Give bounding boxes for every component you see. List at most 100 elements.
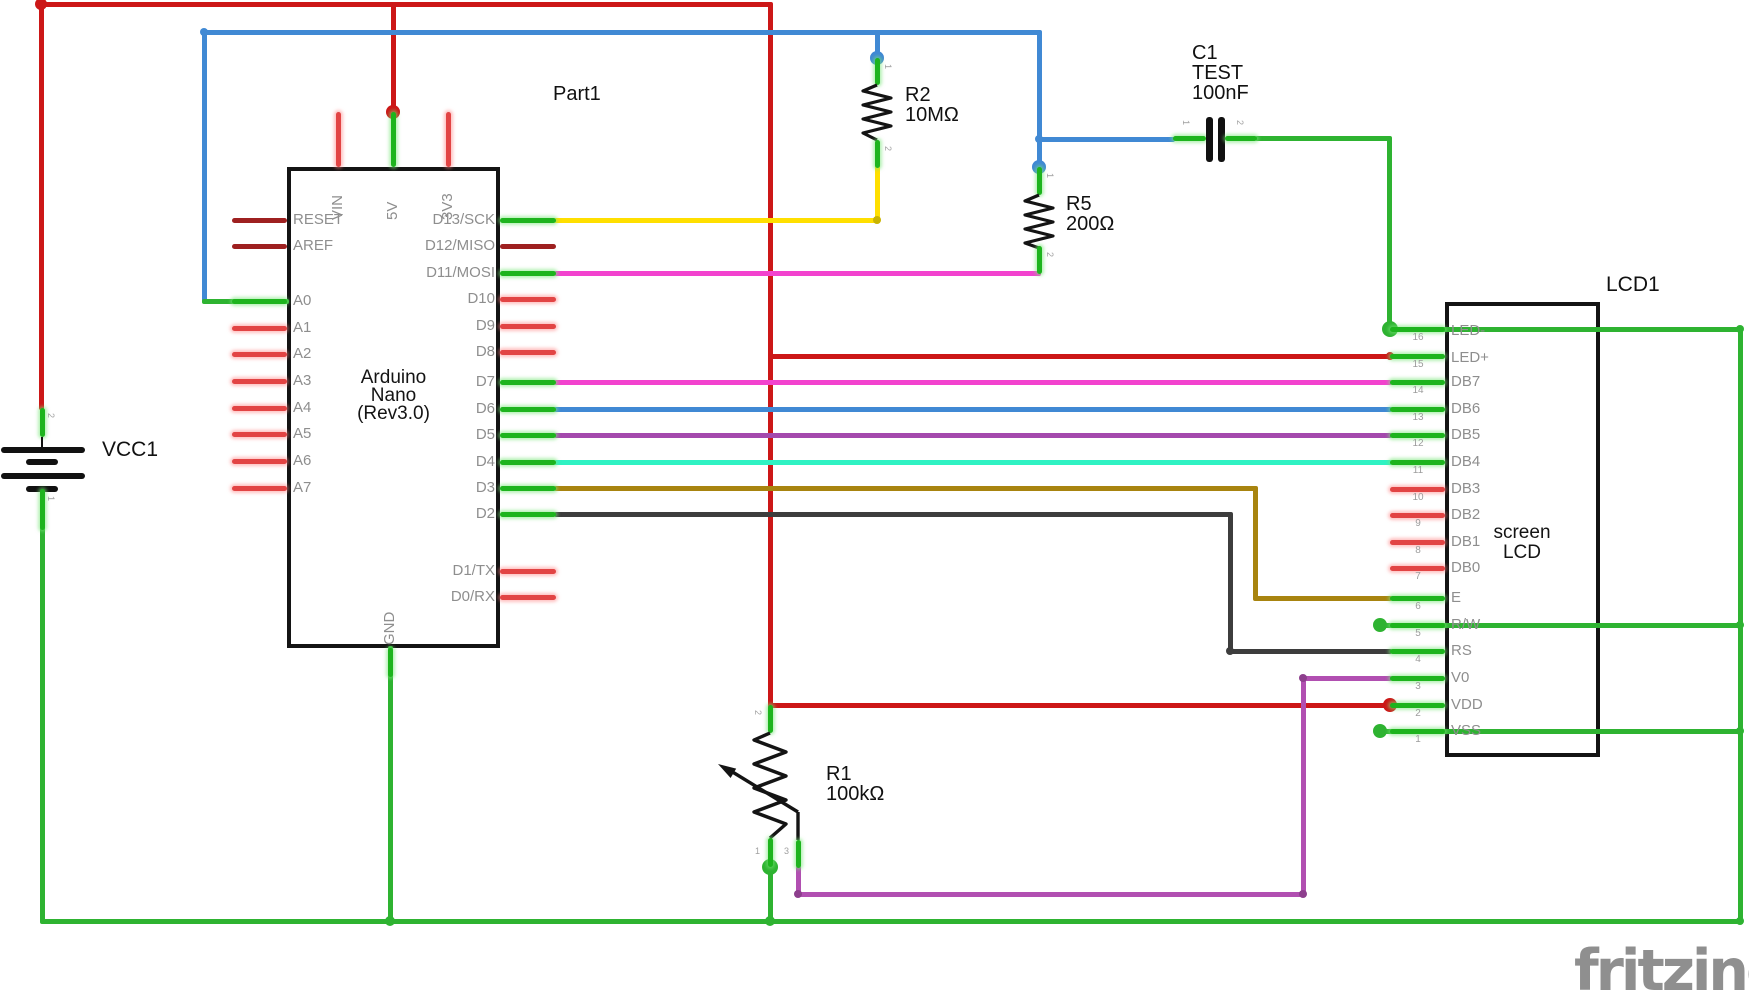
pin-d13[interactable] [500,218,556,223]
wire-d11-r5[interactable] [554,271,1041,276]
battery-pin1-stub[interactable] [40,489,45,530]
pin-a3[interactable] [232,379,287,384]
pin-d7[interactable] [500,380,556,385]
wire-pot-wiper-v[interactable] [796,866,801,896]
c1-pin2-stub[interactable] [1225,136,1257,141]
battery-plate-short[interactable] [26,459,58,465]
wire-d7-db7[interactable] [554,380,1392,385]
wire-a0-vertical[interactable] [202,30,207,303]
r2-pin1-stub[interactable] [875,58,880,85]
pin-d1-tx[interactable] [500,569,556,574]
wire-d2-v[interactable] [1228,512,1233,653]
lcd-pin-14[interactable] [1390,380,1445,385]
pin-gnd[interactable] [388,648,393,677]
lcd-pin-9[interactable] [1390,513,1445,518]
pin-a5[interactable] [232,432,287,437]
wire-battery-down[interactable] [40,487,45,923]
wire-pot-wiper-h[interactable] [796,892,1305,897]
lcd-pin-2[interactable] [1390,703,1445,708]
pin-a4[interactable] [232,406,287,411]
pin-reset[interactable] [232,218,287,223]
pin-d0-rx[interactable] [500,595,556,600]
wire-ground-rail[interactable] [40,919,1742,924]
wire-r1-pin1-drop[interactable] [768,865,773,923]
wire-d4-db4[interactable] [554,460,1392,465]
wire-blue-top[interactable] [202,30,1041,35]
wire-d13-r2[interactable] [554,218,879,223]
wire-r2-top[interactable] [875,30,880,60]
lcd-pin-7[interactable] [1390,566,1445,571]
lcd-pin-11[interactable] [1390,460,1445,465]
wire-vdd[interactable] [768,703,1392,708]
arduino-nano-box[interactable] [287,167,500,648]
r5-pin1-stub[interactable] [1037,167,1042,195]
pin-d9[interactable] [500,324,556,329]
wire-e[interactable] [1253,596,1392,601]
lcd-pin-8[interactable] [1390,540,1445,545]
lcd-pin-5[interactable] [1390,623,1445,628]
pin-a1[interactable] [232,326,287,331]
battery-plate-long[interactable] [1,473,85,479]
pin-a7[interactable] [232,486,287,491]
wire-d3-h[interactable] [554,486,1257,491]
lcd-pin-6[interactable] [1390,596,1445,601]
wire-d5-db5[interactable] [554,433,1392,438]
lcd-pin-1[interactable] [1390,729,1445,734]
r2-resistor-symbol[interactable] [855,83,899,143]
wire-vcc-left[interactable] [39,2,44,410]
r1-potentiometer-symbol[interactable] [700,723,810,873]
pin-d2[interactable] [500,512,556,517]
pin-d6[interactable] [500,407,556,412]
pin-3v3[interactable] [446,112,451,167]
wire-d2-h[interactable] [554,512,1232,517]
wire-rs[interactable] [1228,649,1392,654]
wire-v0-h[interactable] [1301,676,1392,681]
c1-pin1-stub[interactable] [1173,136,1206,141]
wire-c1-out-h[interactable] [1255,136,1391,141]
lcd-pin-3[interactable] [1390,676,1445,681]
r2-pin2-stub[interactable] [875,140,880,168]
wire-rw[interactable] [1378,623,1742,628]
wire-d3-v[interactable] [1253,486,1258,600]
r5-pin2-stub[interactable] [1037,246,1042,274]
pin-aref[interactable] [232,244,287,249]
lcd-pin-4[interactable] [1390,649,1445,654]
battery-pin2-stub[interactable] [40,408,45,437]
r1-pin2-stub[interactable] [768,705,773,733]
pin-a6[interactable] [232,459,287,464]
c1-plate[interactable] [1206,117,1213,162]
r1-pin3-stub[interactable] [796,840,801,868]
wire-vcc-top[interactable] [39,2,772,7]
pin-5v[interactable] [391,112,396,167]
lcd-pin-15[interactable] [1390,354,1445,359]
pin-d12[interactable] [500,244,556,249]
r5-resistor-symbol[interactable] [1017,193,1061,251]
wire-vss[interactable] [1378,729,1742,734]
lcd-pin-10[interactable] [1390,487,1445,492]
pin-a2[interactable] [232,352,287,357]
wire-r2-bottom[interactable] [875,165,880,222]
pin-d3[interactable] [500,486,556,491]
wire-led-plus[interactable] [768,354,1392,359]
battery-plate-long[interactable] [1,447,85,453]
pin-d10[interactable] [500,297,556,302]
wire-v0-v[interactable] [1301,676,1306,896]
lcd-box[interactable] [1445,302,1600,757]
pin-d11[interactable] [500,271,556,276]
pin-a0[interactable] [232,299,287,304]
pin-vin[interactable] [336,112,341,167]
pin-d5[interactable] [500,433,556,438]
c1-plate[interactable] [1218,117,1225,162]
pin-d8[interactable] [500,350,556,355]
wire-c1-out-v[interactable] [1387,136,1392,331]
wire-c1-in[interactable] [1037,137,1175,142]
r1-pin1-stub[interactable] [768,838,773,867]
wire-led-minus[interactable] [1388,327,1742,332]
wire-gnd-drop[interactable] [388,646,393,923]
pin-d4[interactable] [500,460,556,465]
lcd-pin-13[interactable] [1390,407,1445,412]
wire-r5-c1-vertical[interactable] [1037,30,1042,169]
lcd-pin-16[interactable] [1390,327,1445,332]
wire-d6-db6[interactable] [554,407,1392,412]
lcd-pin-12[interactable] [1390,433,1445,438]
